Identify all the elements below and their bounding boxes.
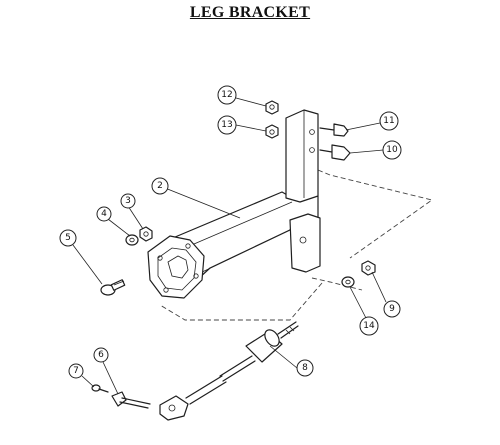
part-9-nut xyxy=(361,260,376,276)
callout-4: 4 xyxy=(96,206,112,222)
callout-12: 12 xyxy=(217,85,237,105)
part-10-bolt xyxy=(319,144,351,161)
callout-5: 5 xyxy=(59,229,77,247)
leg-bracket-body xyxy=(147,109,321,299)
svg-text:5: 5 xyxy=(65,233,71,243)
callout-2: 2 xyxy=(151,177,169,195)
assembly-guide-lines xyxy=(159,169,434,321)
callout-14: 14 xyxy=(359,316,379,336)
part-4-washer xyxy=(125,234,139,246)
callout-9: 9 xyxy=(383,300,401,318)
svg-text:2: 2 xyxy=(157,181,163,191)
svg-text:8: 8 xyxy=(302,363,308,373)
callout-7: 7 xyxy=(68,363,84,379)
svg-text:4: 4 xyxy=(101,209,107,219)
svg-text:13: 13 xyxy=(221,120,232,130)
svg-text:12: 12 xyxy=(221,90,232,100)
svg-text:11: 11 xyxy=(383,116,394,126)
svg-text:10: 10 xyxy=(386,145,398,155)
callout-13: 13 xyxy=(217,115,237,135)
part-8-leveling-rod xyxy=(159,321,299,421)
svg-text:14: 14 xyxy=(363,321,375,331)
callout-leaders xyxy=(72,97,387,395)
part-13-nut xyxy=(265,124,279,139)
callout-11: 11 xyxy=(379,111,399,131)
svg-text:3: 3 xyxy=(125,196,131,206)
part-6-pin xyxy=(111,391,151,409)
callout-10: 10 xyxy=(382,140,402,160)
part-14-washer xyxy=(341,276,355,288)
callout-6: 6 xyxy=(93,347,109,363)
svg-text:7: 7 xyxy=(73,366,79,376)
part-12-nut xyxy=(265,100,279,115)
callout-8: 8 xyxy=(296,359,314,377)
part-3-nut xyxy=(139,226,153,242)
part-7-screw xyxy=(91,384,109,393)
callout-3: 3 xyxy=(120,193,136,209)
svg-text:9: 9 xyxy=(389,304,395,314)
part-5-thumb-screw xyxy=(100,279,126,296)
diagram-title: LEG BRACKET xyxy=(189,4,311,21)
svg-text:6: 6 xyxy=(98,350,104,360)
part-11-bolt xyxy=(319,123,349,137)
